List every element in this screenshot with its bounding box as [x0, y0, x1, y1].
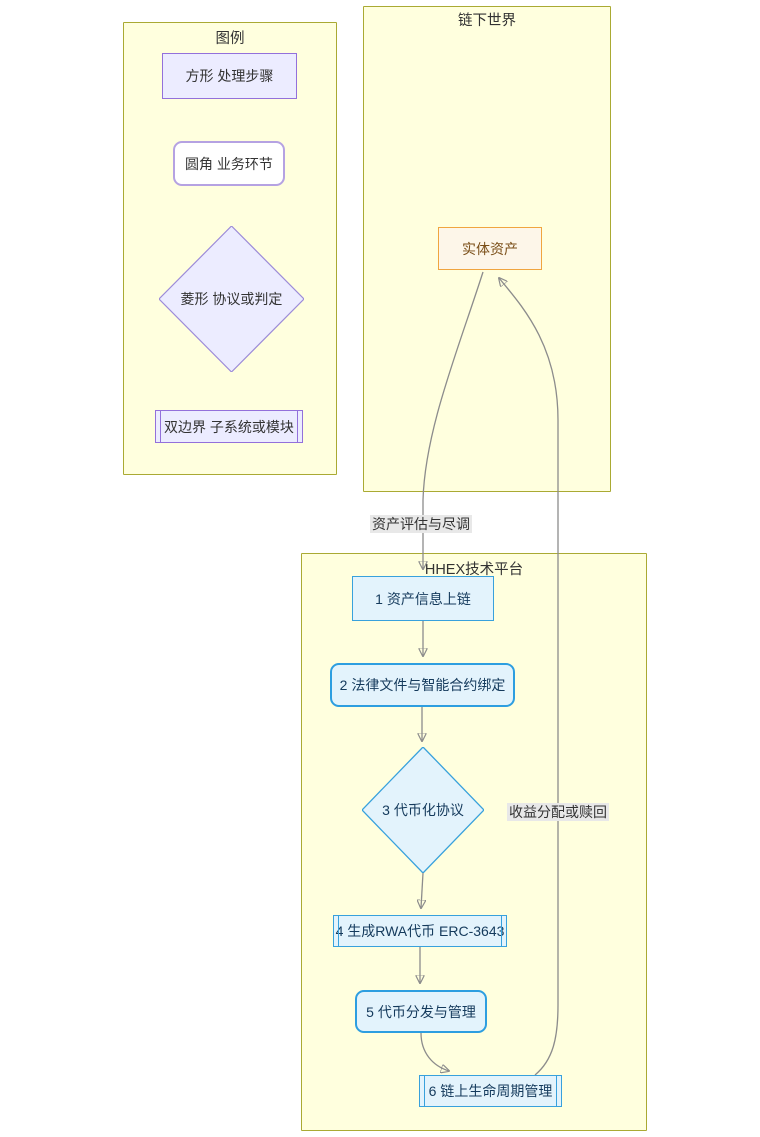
offchain-title: 链下世界 — [458, 13, 516, 29]
node-2-label: 2 法律文件与智能合约绑定 — [339, 677, 506, 693]
offchain-cluster: 链下世界 — [363, 6, 611, 492]
subroutine-right-line — [556, 1076, 557, 1106]
subroutine-left-line — [424, 1076, 425, 1106]
subroutine-left-line — [338, 916, 339, 946]
node-3-tokenization-protocol: 3 代币化协议 — [362, 747, 484, 873]
node-6-onchain-lifecycle: 6 链上生命周期管理 — [419, 1075, 562, 1107]
legend-shape-subroutine: 双边界 子系统或模块 — [155, 410, 303, 443]
platform-cluster: HHEX技术平台 — [301, 553, 647, 1131]
node-3-label: 3 代币化协议 — [382, 802, 464, 818]
node-6-label: 6 链上生命周期管理 — [428, 1083, 553, 1099]
legend-title: 图例 — [215, 31, 245, 47]
legend-rounded-label: 圆角 业务环节 — [185, 155, 273, 172]
node-2-legal-contract-binding: 2 法律文件与智能合约绑定 — [330, 663, 515, 707]
node-physical-asset: 实体资产 — [438, 227, 542, 270]
edge-label-profit-redemption: 收益分配或赎回 — [507, 803, 609, 821]
node-4-generate-rwa-token: 4 生成RWA代币 ERC-3643 — [333, 915, 507, 947]
subroutine-right-line — [297, 411, 298, 442]
legend-shape-rounded: 圆角 业务环节 — [173, 141, 285, 186]
node-5-token-distribution: 5 代币分发与管理 — [355, 990, 487, 1033]
physical-asset-label: 实体资产 — [462, 240, 518, 257]
node-1-asset-info-onchain: 1 资产信息上链 — [352, 576, 494, 621]
diamond-shape-icon — [159, 226, 304, 372]
legend-rect-label: 方形 处理步骤 — [185, 68, 274, 84]
subroutine-left-line — [160, 411, 161, 442]
legend-subroutine-label: 双边界 子系统或模块 — [164, 418, 294, 435]
legend-shape-diamond: 菱形 协议或判定 — [159, 226, 304, 372]
node-4-label: 4 生成RWA代币 ERC-3643 — [335, 923, 505, 939]
subroutine-right-line — [501, 916, 502, 946]
legend-shape-rect: 方形 处理步骤 — [162, 53, 297, 99]
node-5-label: 5 代币分发与管理 — [366, 1003, 476, 1020]
diamond-shape-icon — [362, 747, 484, 873]
legend-diamond-label: 菱形 协议或判定 — [180, 291, 283, 307]
node-1-label: 1 资产信息上链 — [375, 590, 471, 607]
edge-label-asset-evaluation: 资产评估与尽调 — [370, 515, 472, 533]
